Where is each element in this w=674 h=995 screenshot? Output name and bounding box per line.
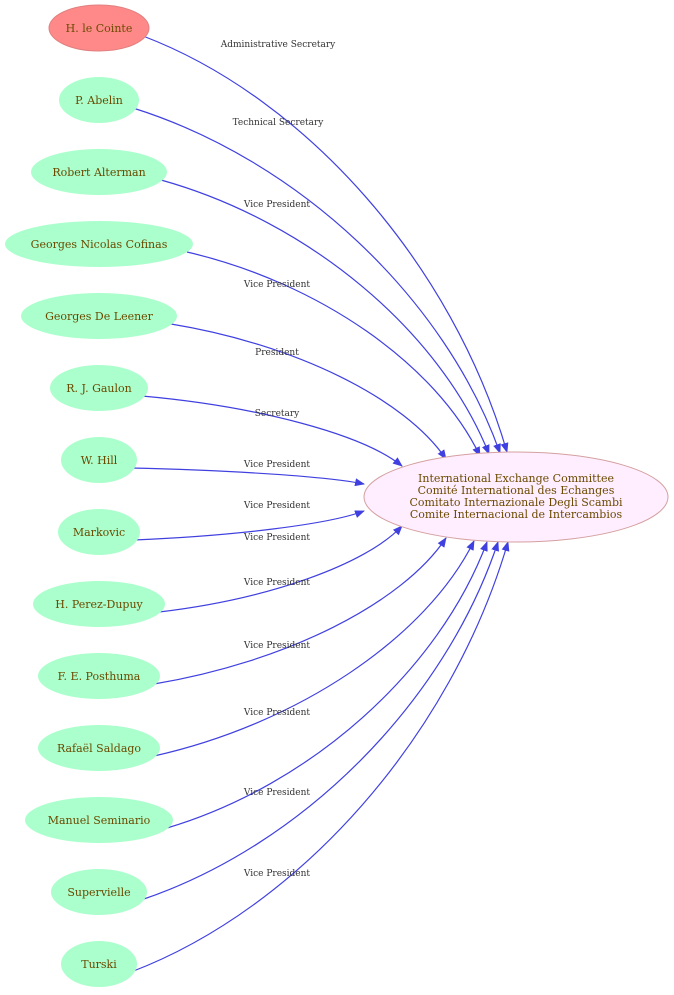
person-node-8[interactable]: H. Perez-Dupuy — [33, 581, 165, 627]
person-ellipse-8[interactable] — [33, 581, 165, 627]
person-node-4[interactable]: Georges De Leener — [21, 293, 177, 339]
person-name-9: F. E. Posthuma — [58, 670, 141, 683]
person-node-1[interactable]: P. Abelin — [59, 77, 139, 123]
person-name-13: Turski — [81, 958, 117, 971]
edge-11 — [166, 541, 488, 829]
target-node[interactable]: International Exchange Committee Comité … — [363, 451, 669, 543]
edge-1 — [132, 107, 501, 454]
edge-label-4: President — [255, 348, 299, 358]
person-name-1: P. Abelin — [75, 94, 123, 107]
person-ellipse-0[interactable] — [48, 4, 150, 52]
edge-10 — [153, 540, 475, 757]
person-ellipse-3[interactable] — [5, 221, 193, 267]
person-name-3: Georges Nicolas Cofinas — [31, 238, 168, 251]
edge-4 — [170, 323, 447, 460]
person-node-13[interactable]: Turski — [61, 941, 137, 987]
person-node-3[interactable]: Georges Nicolas Cofinas — [5, 221, 193, 267]
target-label-line-3: Comitato Internazionale Degli Scambi — [409, 496, 622, 509]
person-name-4: Georges De Leener — [45, 310, 154, 323]
target-ellipse[interactable] — [363, 451, 669, 543]
person-name-5: R. J. Gaulon — [66, 382, 131, 395]
person-ellipse-6[interactable] — [61, 437, 137, 483]
edge-label-11: Vice President — [243, 708, 311, 718]
person-ellipse-2[interactable] — [31, 149, 167, 195]
edge-label-3: Vice President — [243, 280, 311, 290]
person-node-7[interactable]: Markovic — [58, 509, 140, 555]
person-name-0: H. le Cointe — [66, 22, 133, 35]
person-name-11: Manuel Seminario — [48, 814, 151, 827]
edge-label-1: Technical Secretary — [233, 118, 325, 128]
person-node-6[interactable]: W. Hill — [61, 437, 137, 483]
edge-label-8: Vice President — [243, 533, 311, 543]
person-node-0[interactable]: H. le Cointe — [48, 4, 150, 52]
person-name-2: Robert Alterman — [52, 166, 145, 179]
person-name-7: Markovic — [73, 526, 125, 539]
target-label-line-4: Comite Internacional de Intercambios — [410, 508, 623, 521]
person-name-12: Supervielle — [67, 886, 130, 899]
edge-7 — [133, 510, 365, 541]
edge-label-7: Vice President — [243, 501, 311, 511]
edge-0 — [142, 35, 509, 453]
edge-2 — [160, 179, 490, 455]
person-node-11[interactable]: Manuel Seminario — [25, 797, 173, 843]
edge-label-0: Administrative Secretary — [220, 40, 336, 50]
edge-label-13: Vice President — [243, 869, 311, 879]
edge-12 — [140, 541, 499, 901]
person-ellipse-9[interactable] — [38, 653, 160, 699]
edge-label-12: Vice President — [243, 788, 311, 798]
person-ellipse-7[interactable] — [58, 509, 140, 555]
person-ellipse-12[interactable] — [51, 869, 147, 915]
person-ellipse-10[interactable] — [38, 725, 160, 771]
edge-label-2: Vice President — [243, 200, 311, 210]
edge-label-6: Vice President — [243, 460, 311, 470]
person-node-10[interactable]: Rafaël Saldago — [38, 725, 160, 771]
edge-3 — [186, 251, 481, 457]
person-ellipse-13[interactable] — [61, 941, 137, 987]
person-node-12[interactable]: Supervielle — [51, 869, 147, 915]
target-label-line-2: Comité International des Echanges — [418, 484, 615, 497]
person-node-2[interactable]: Robert Alterman — [31, 149, 167, 195]
edge-8 — [158, 525, 403, 613]
edges-layer — [130, 35, 510, 973]
person-node-9[interactable]: F. E. Posthuma — [38, 653, 160, 699]
person-name-6: W. Hill — [81, 454, 118, 467]
person-ellipse-4[interactable] — [21, 293, 177, 339]
edge-9 — [153, 537, 447, 685]
edge-5 — [141, 395, 403, 467]
edge-label-5: Secretary — [255, 409, 300, 419]
person-ellipse-5[interactable] — [50, 365, 148, 411]
edge-label-9: Vice President — [243, 578, 311, 588]
edge-13 — [130, 541, 510, 973]
target-label-line-1: International Exchange Committee — [418, 472, 614, 485]
edge-6 — [130, 467, 365, 487]
person-name-10: Rafaël Saldago — [57, 742, 141, 755]
edge-label-10: Vice President — [243, 641, 311, 651]
person-node-5[interactable]: R. J. Gaulon — [50, 365, 148, 411]
person-ellipse-1[interactable] — [59, 77, 139, 123]
person-ellipse-11[interactable] — [25, 797, 173, 843]
person-name-8: H. Perez-Dupuy — [55, 598, 143, 611]
